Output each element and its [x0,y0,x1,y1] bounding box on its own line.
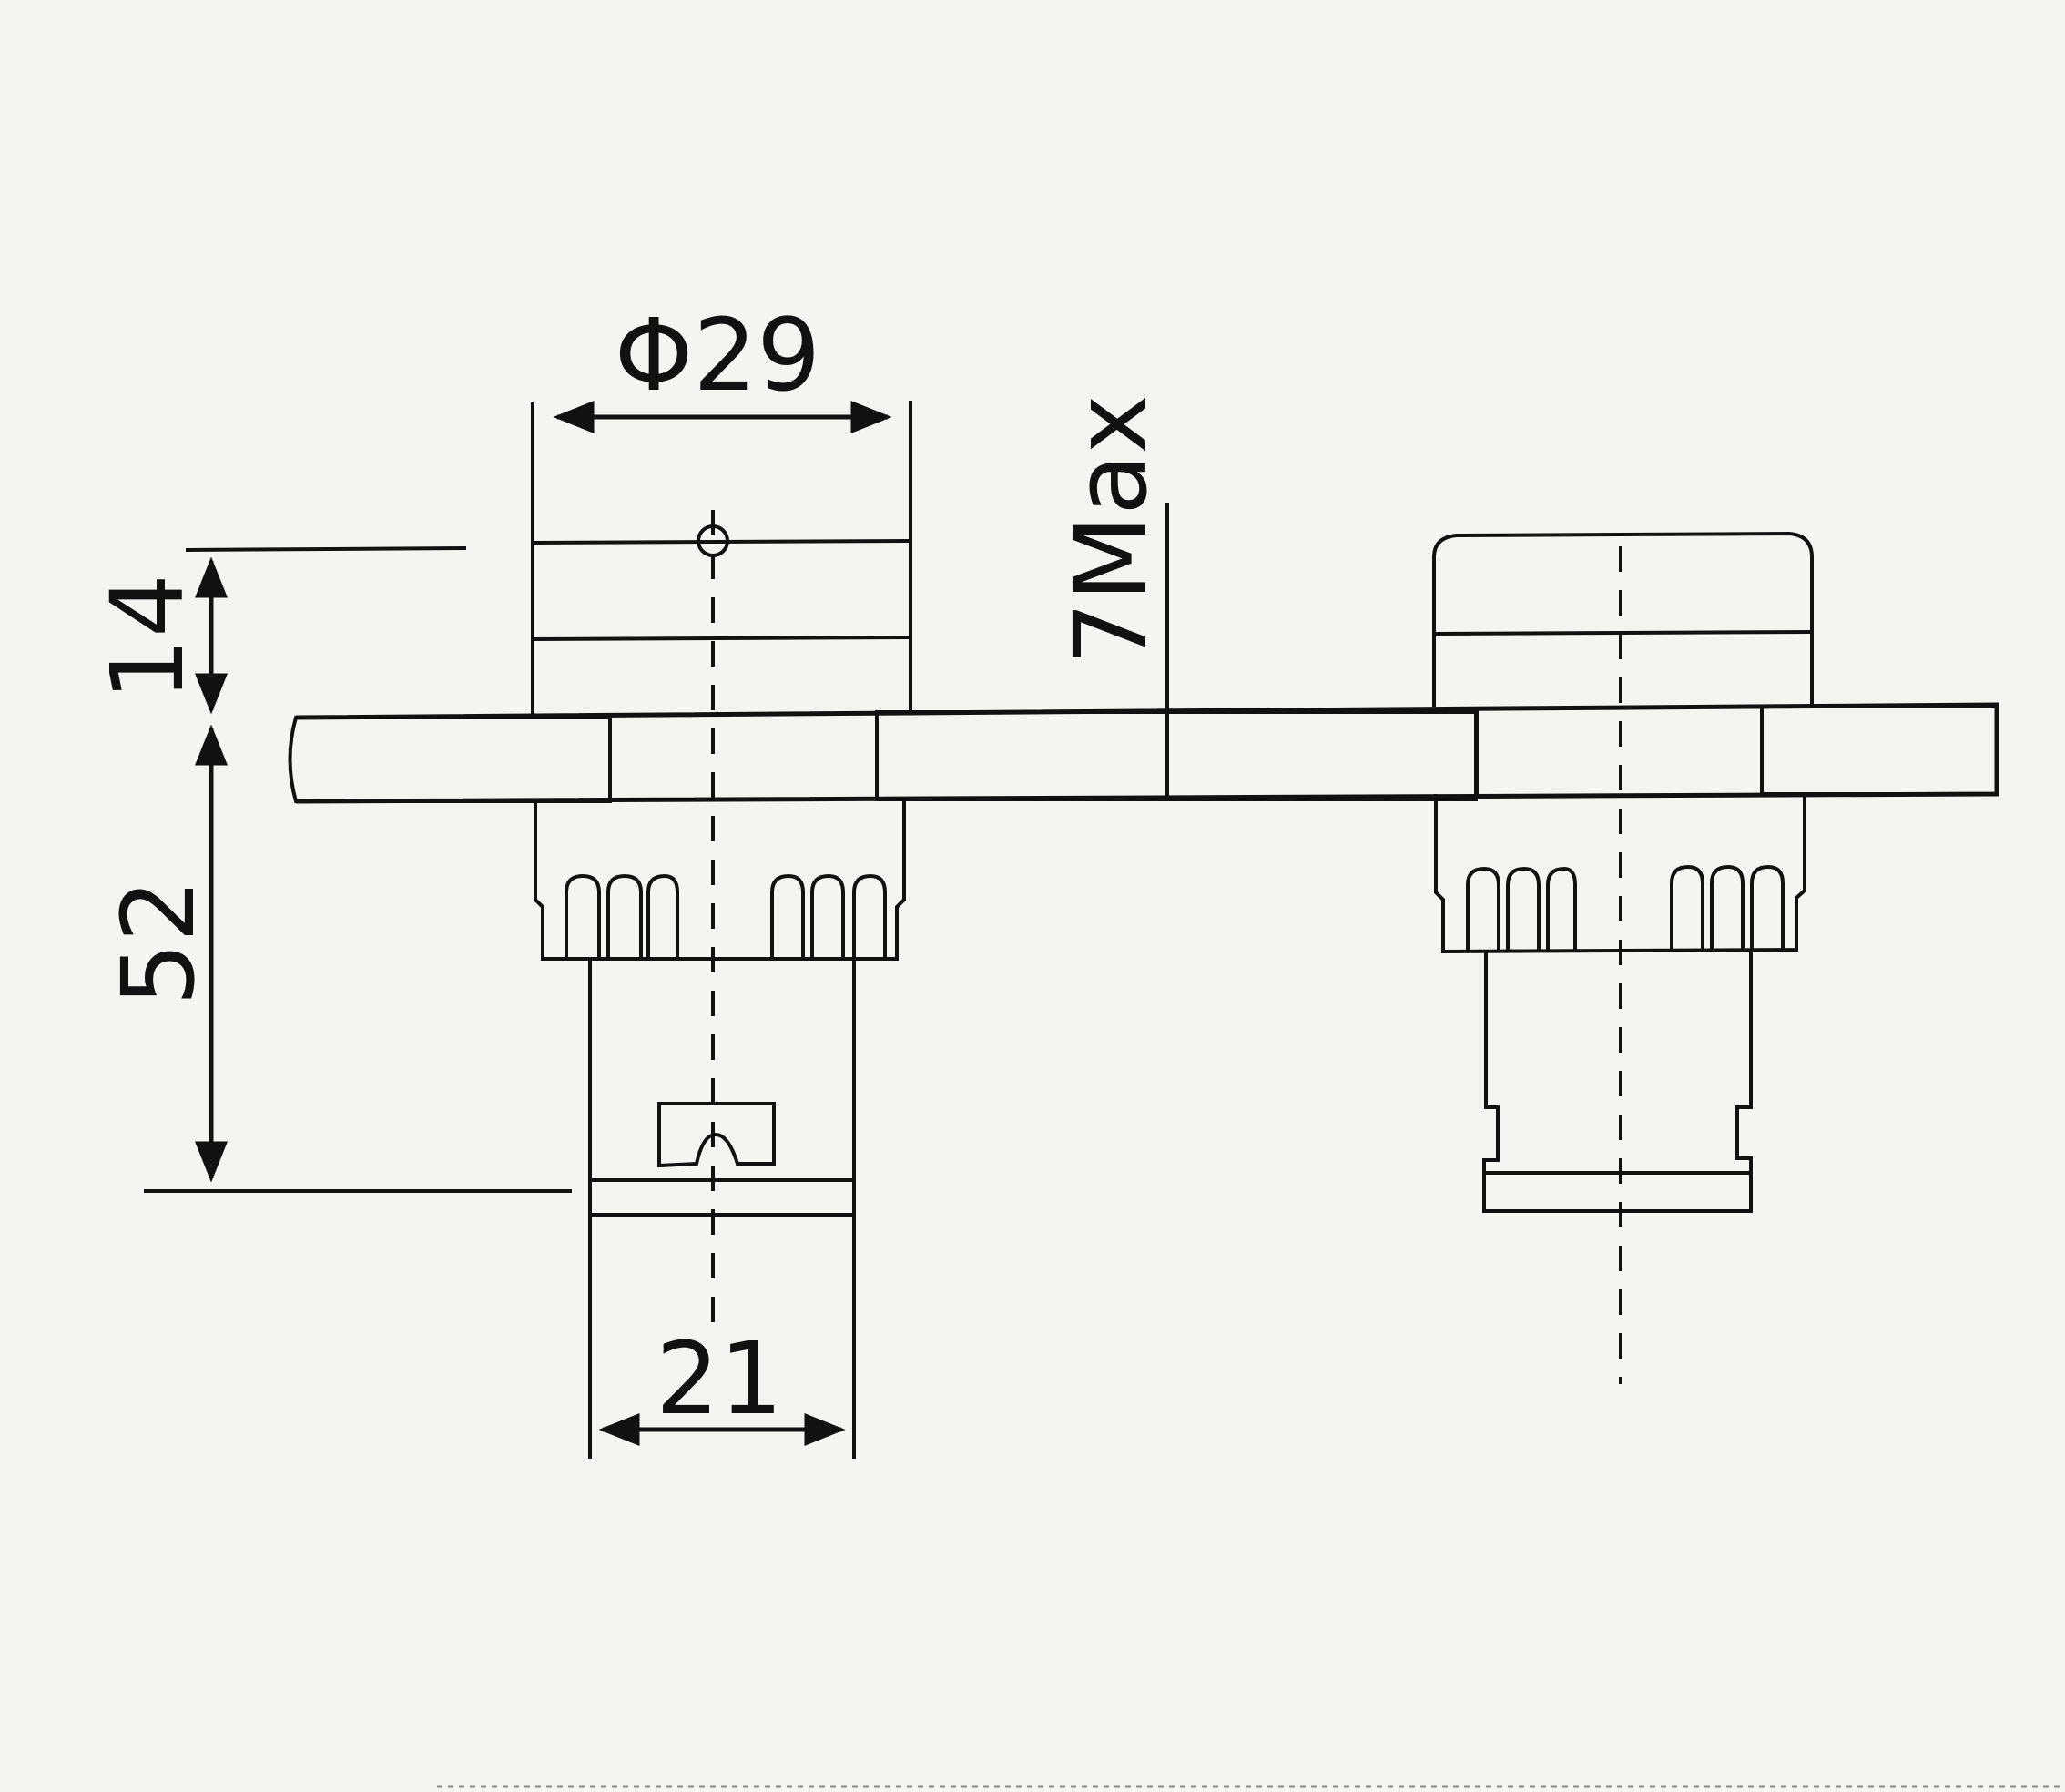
knurled-ring [565,873,887,959]
terminal [657,1102,776,1168]
top-height-label: 14 [89,574,206,701]
diameter-label: Φ29 [615,297,821,413]
dimension-base-width: 21 [598,1320,846,1446]
knurled-ring [1466,864,1785,952]
dimension-top-height: 14 [89,546,467,715]
dimension-body-height: 52 [100,724,572,1193]
right-button-assembly [1432,531,1814,1384]
left-button-assembly [531,401,912,1459]
panel-thickness-label: 7Max [1053,394,1169,665]
mounting-panel [288,503,1999,804]
base-width-label: 21 [656,1320,783,1437]
dimension-diameter: Φ29 [553,297,892,433]
body-height-label: 52 [100,879,217,1006]
dimension-panel-thickness: 7Max [1053,394,1169,665]
